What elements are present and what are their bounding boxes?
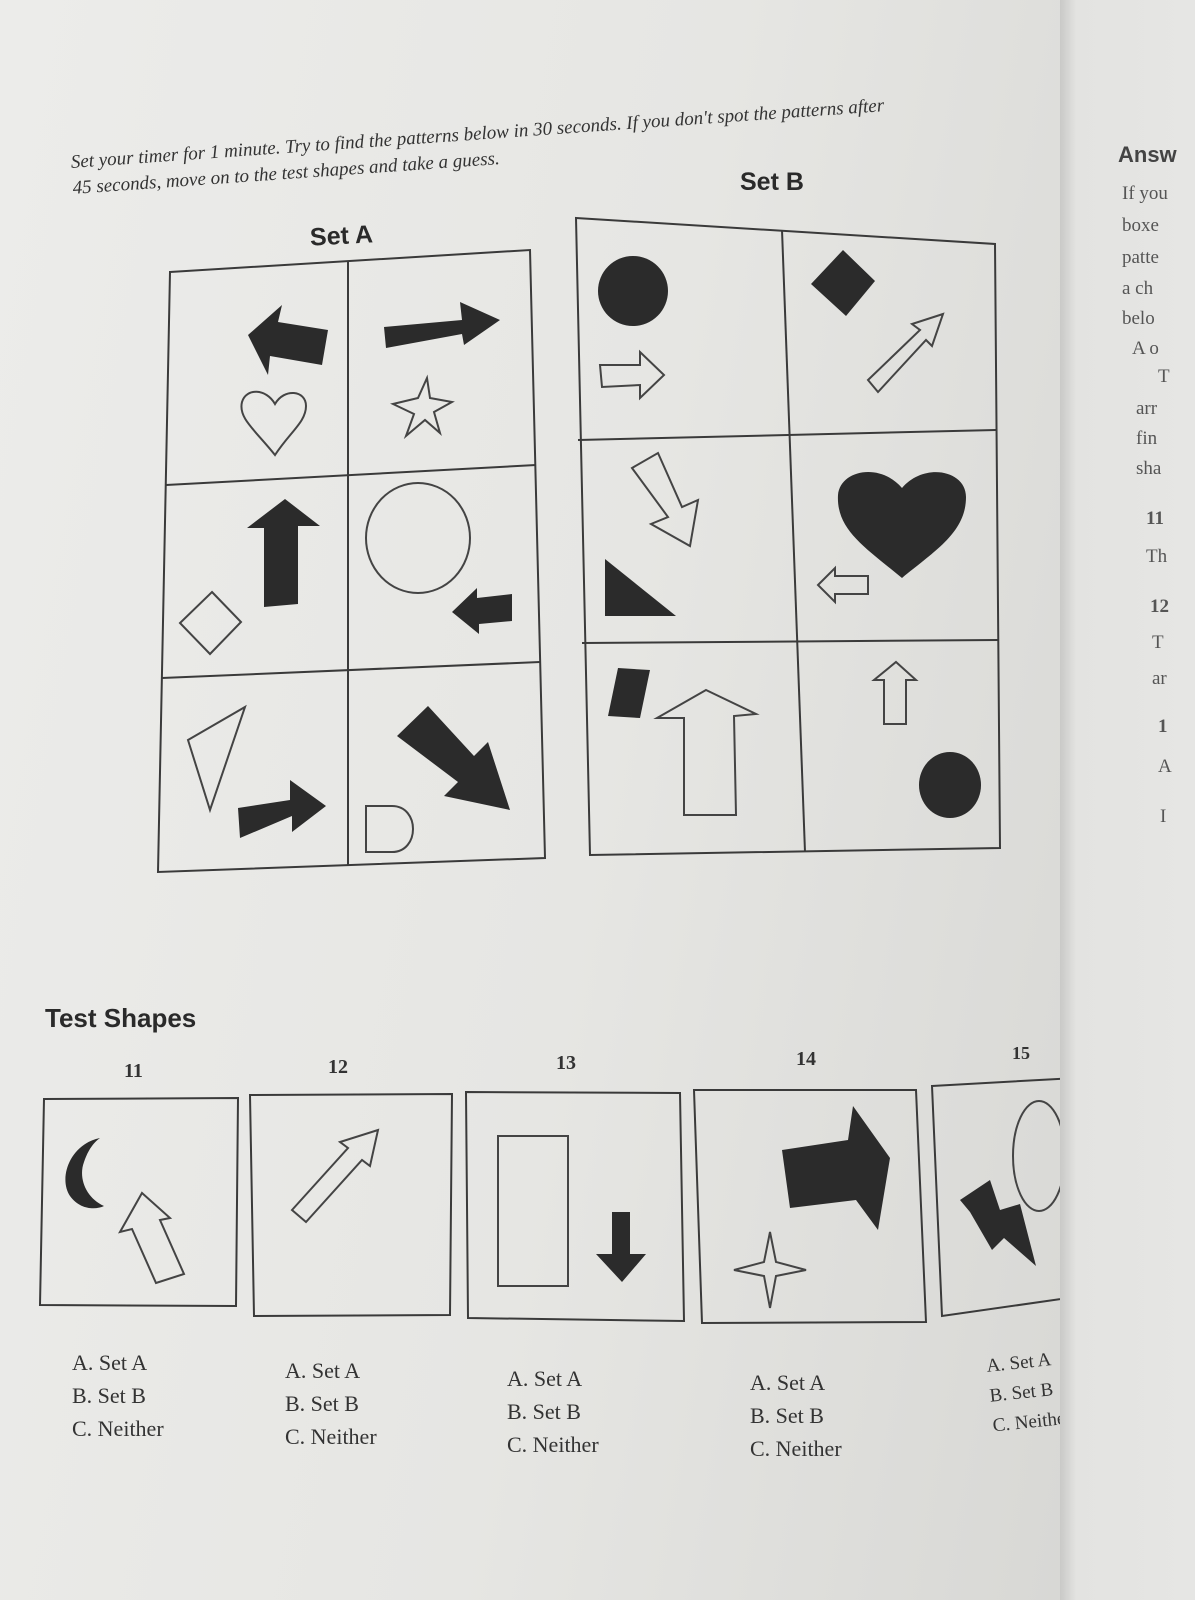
fp-line: sha (1136, 458, 1162, 479)
d-shape-outline (365, 805, 414, 853)
fp-line: fin (1136, 428, 1158, 449)
set-b-grid (574, 216, 1002, 857)
lightning-bolt-solid (960, 1180, 1036, 1266)
arrow-down-right-outline (630, 451, 700, 548)
test-12-number: 12 (328, 1056, 348, 1078)
star-outline (390, 374, 455, 440)
test-shapes-title: Test Shapes (45, 1003, 197, 1033)
figure-canvas (38, 216, 1060, 1325)
set-a-border (156, 248, 547, 874)
set-a-row-divider-1 (165, 464, 537, 486)
heart-outline (240, 390, 308, 457)
choice-b[interactable]: B. Set B (750, 1403, 824, 1428)
fp-line: belo (1122, 308, 1155, 329)
arrow-right-large-solid (782, 1106, 890, 1230)
arrow-up-outline-tilted (117, 1191, 186, 1285)
diamond-solid (811, 250, 875, 316)
test-13-box (464, 1090, 686, 1323)
choice-a[interactable]: A. Set A (285, 1358, 361, 1383)
set-b-row-divider-1 (577, 429, 997, 441)
fp-line: 12 (1150, 596, 1169, 617)
fp-line: T (1152, 632, 1164, 653)
triangle-outline (186, 704, 247, 814)
choice-b[interactable]: B. Set B (507, 1399, 581, 1424)
crescent-solid (65, 1138, 104, 1209)
arrow-up-right-outline (866, 312, 945, 394)
diamond-outline (178, 590, 243, 656)
arrow-up-right-long-outline (290, 1128, 380, 1224)
set-b-row-divider-2 (581, 639, 999, 644)
fp-line: ar (1152, 668, 1167, 689)
arrow-right-solid (384, 302, 500, 348)
parallelogram-solid (608, 668, 650, 718)
rectangle-outline (497, 1135, 569, 1287)
fp-line: Th (1146, 546, 1168, 567)
fp-line: patte (1122, 247, 1159, 268)
ellipse-outline (1012, 1100, 1060, 1212)
fp-line: T (1158, 366, 1170, 387)
test-11-box (38, 1096, 240, 1308)
arrow-down-solid (596, 1212, 646, 1282)
test-12-choices: A. Set A B. Set B C. Neither (285, 1354, 377, 1453)
arrow-up-outline (653, 688, 760, 816)
fp-line: boxe (1122, 215, 1159, 236)
workbook-page: Set your timer for 1 minute. Try to find… (0, 0, 1060, 1600)
arrow-left-solid (248, 305, 328, 375)
choice-b[interactable]: B. Set B (285, 1391, 359, 1416)
facing-page-heading: Answ (1118, 142, 1177, 167)
test-15-choices: A. Set A B. Set B C. Neither (985, 1344, 1060, 1442)
test-13-number: 13 (556, 1052, 576, 1074)
arrow-up-small-outline (871, 660, 919, 725)
set-a-grid (156, 248, 547, 874)
set-b-title: Set B (740, 168, 804, 196)
test-13-choices: A. Set A B. Set B C. Neither (507, 1362, 599, 1461)
facing-page-edge: Answ If you boxe patte a ch belo A o T a… (1060, 0, 1195, 1600)
test-12-box (248, 1092, 454, 1318)
fp-line: If you (1122, 183, 1168, 204)
circle-outline (365, 482, 471, 594)
choice-c[interactable]: C. Neither (285, 1424, 377, 1449)
circle-solid-2 (919, 752, 981, 818)
arrow-up-solid (247, 499, 320, 607)
set-b-col-divider (781, 229, 806, 853)
set-a-row-divider-2 (161, 661, 541, 679)
test-11-choices: A. Set A B. Set B C. Neither (72, 1346, 164, 1445)
arrow-down-right-solid (397, 706, 510, 810)
choice-c[interactable]: C. Neither (750, 1436, 842, 1461)
test-14-box (692, 1089, 928, 1325)
arrow-right-small-solid (238, 780, 326, 838)
choice-c[interactable]: C. Neither (72, 1416, 164, 1441)
choice-c[interactable]: C. Neither (507, 1432, 599, 1457)
fp-line: 1 (1158, 716, 1168, 737)
arrow-left-small-outline (816, 565, 869, 605)
fp-line: a ch (1122, 278, 1154, 299)
test-14-number: 14 (796, 1048, 816, 1070)
choice-b[interactable]: B. Set B (72, 1383, 146, 1408)
heart-solid (837, 471, 966, 578)
test-11-number: 11 (124, 1060, 143, 1082)
four-point-star-outline (733, 1231, 807, 1309)
arrow-left-small-solid (452, 588, 512, 634)
fp-line: A o (1132, 338, 1159, 359)
choice-a[interactable]: A. Set A (507, 1366, 583, 1391)
arrow-right-outline (598, 349, 666, 401)
test-15-number: 15 (1012, 1043, 1030, 1063)
circle-solid (598, 256, 668, 326)
fp-line: arr (1136, 398, 1158, 419)
fp-line: 11 (1146, 508, 1164, 529)
test-15-box (930, 1077, 1060, 1318)
fp-line: I (1160, 806, 1167, 827)
right-triangle-solid (605, 559, 676, 616)
fp-line: A (1158, 756, 1172, 777)
choice-a[interactable]: A. Set A (72, 1350, 148, 1375)
test-14-choices: A. Set A B. Set B C. Neither (750, 1366, 842, 1465)
choice-a[interactable]: A. Set A (750, 1370, 826, 1395)
